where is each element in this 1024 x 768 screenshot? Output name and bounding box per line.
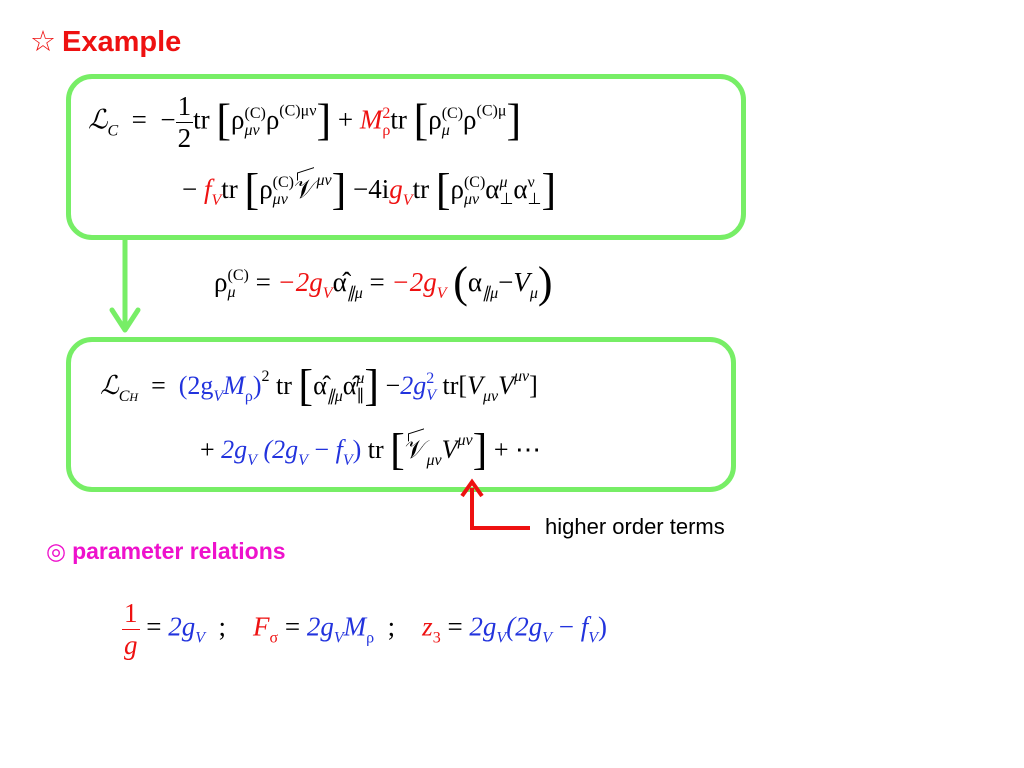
hat-script-v: 𝒱 [294, 174, 317, 204]
parameter-relations-heading: ◎parameter relations [46, 538, 286, 565]
eq3-line2: + 2gV (2gV − fV) tr [𝒱μνVμν] + ⋯ [200, 425, 541, 474]
lagrangian-ch-box [66, 337, 736, 492]
eq2-rho-relation: ρ(C)μ = −2gVα̂∥μ = −2gV (α∥μ−Vμ) [214, 258, 553, 307]
slide-title: ☆Example [30, 24, 181, 59]
down-arrow-icon [109, 238, 141, 333]
higher-order-terms-label: higher order terms [545, 514, 725, 539]
star-icon: ☆ [30, 24, 56, 58]
title-text: Example [62, 26, 182, 58]
annotation-arrow-icon [460, 478, 530, 530]
lagrangian-c-box [66, 74, 746, 240]
bullseye-icon: ◎ [46, 539, 67, 565]
